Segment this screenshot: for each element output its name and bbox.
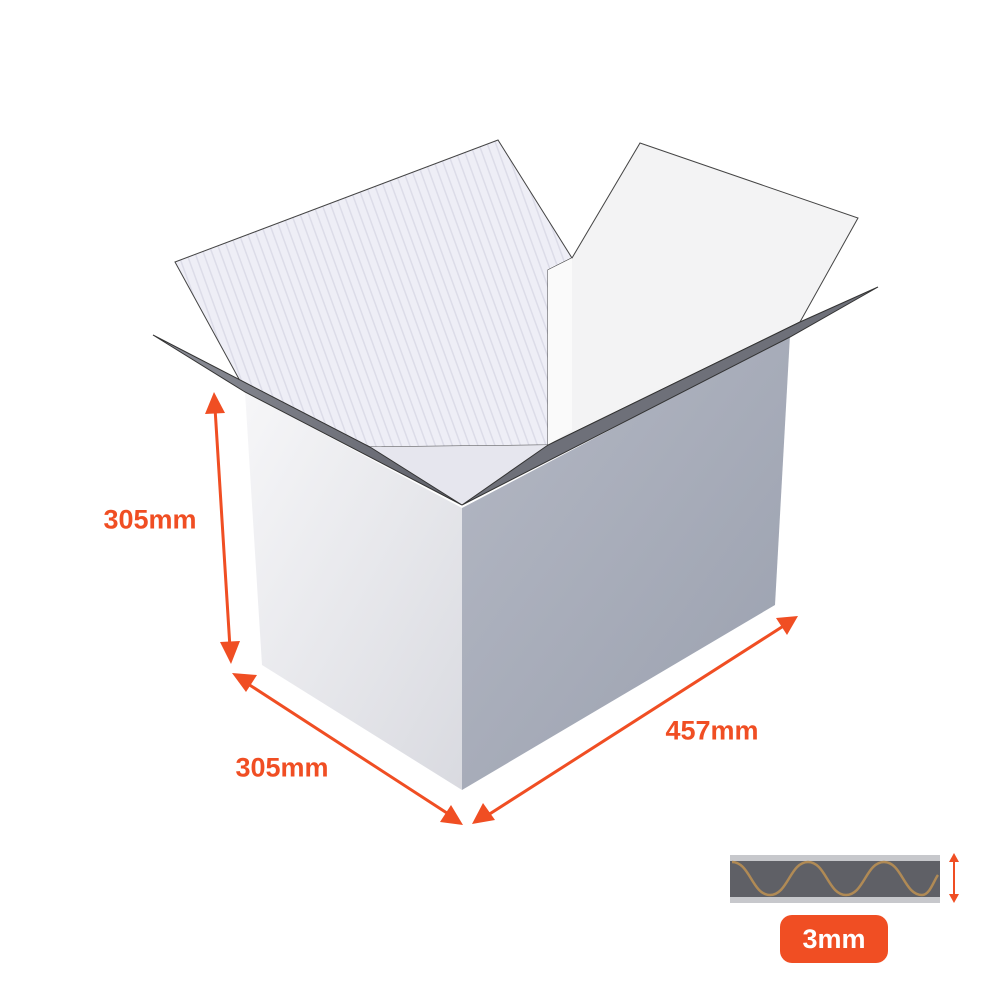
interior-wall bbox=[548, 258, 572, 445]
box-left-face bbox=[245, 392, 462, 790]
width-label: 305mm bbox=[235, 752, 329, 783]
length-arrow bbox=[487, 623, 786, 817]
corrugated-board-icon bbox=[730, 853, 959, 903]
height-arrow bbox=[213, 407, 232, 649]
width-arrow bbox=[244, 680, 451, 817]
front-right-flap bbox=[461, 286, 879, 506]
interior-floor-shadow bbox=[245, 390, 548, 505]
back-left-flap bbox=[174, 139, 573, 448]
box-right-face bbox=[462, 335, 790, 790]
thickness-badge: 3mm bbox=[780, 915, 888, 963]
thickness-arrow-icon bbox=[949, 853, 959, 903]
dimension-arrows bbox=[205, 392, 798, 825]
height-label: 305mm bbox=[103, 504, 197, 535]
length-label: 457mm bbox=[665, 715, 759, 746]
